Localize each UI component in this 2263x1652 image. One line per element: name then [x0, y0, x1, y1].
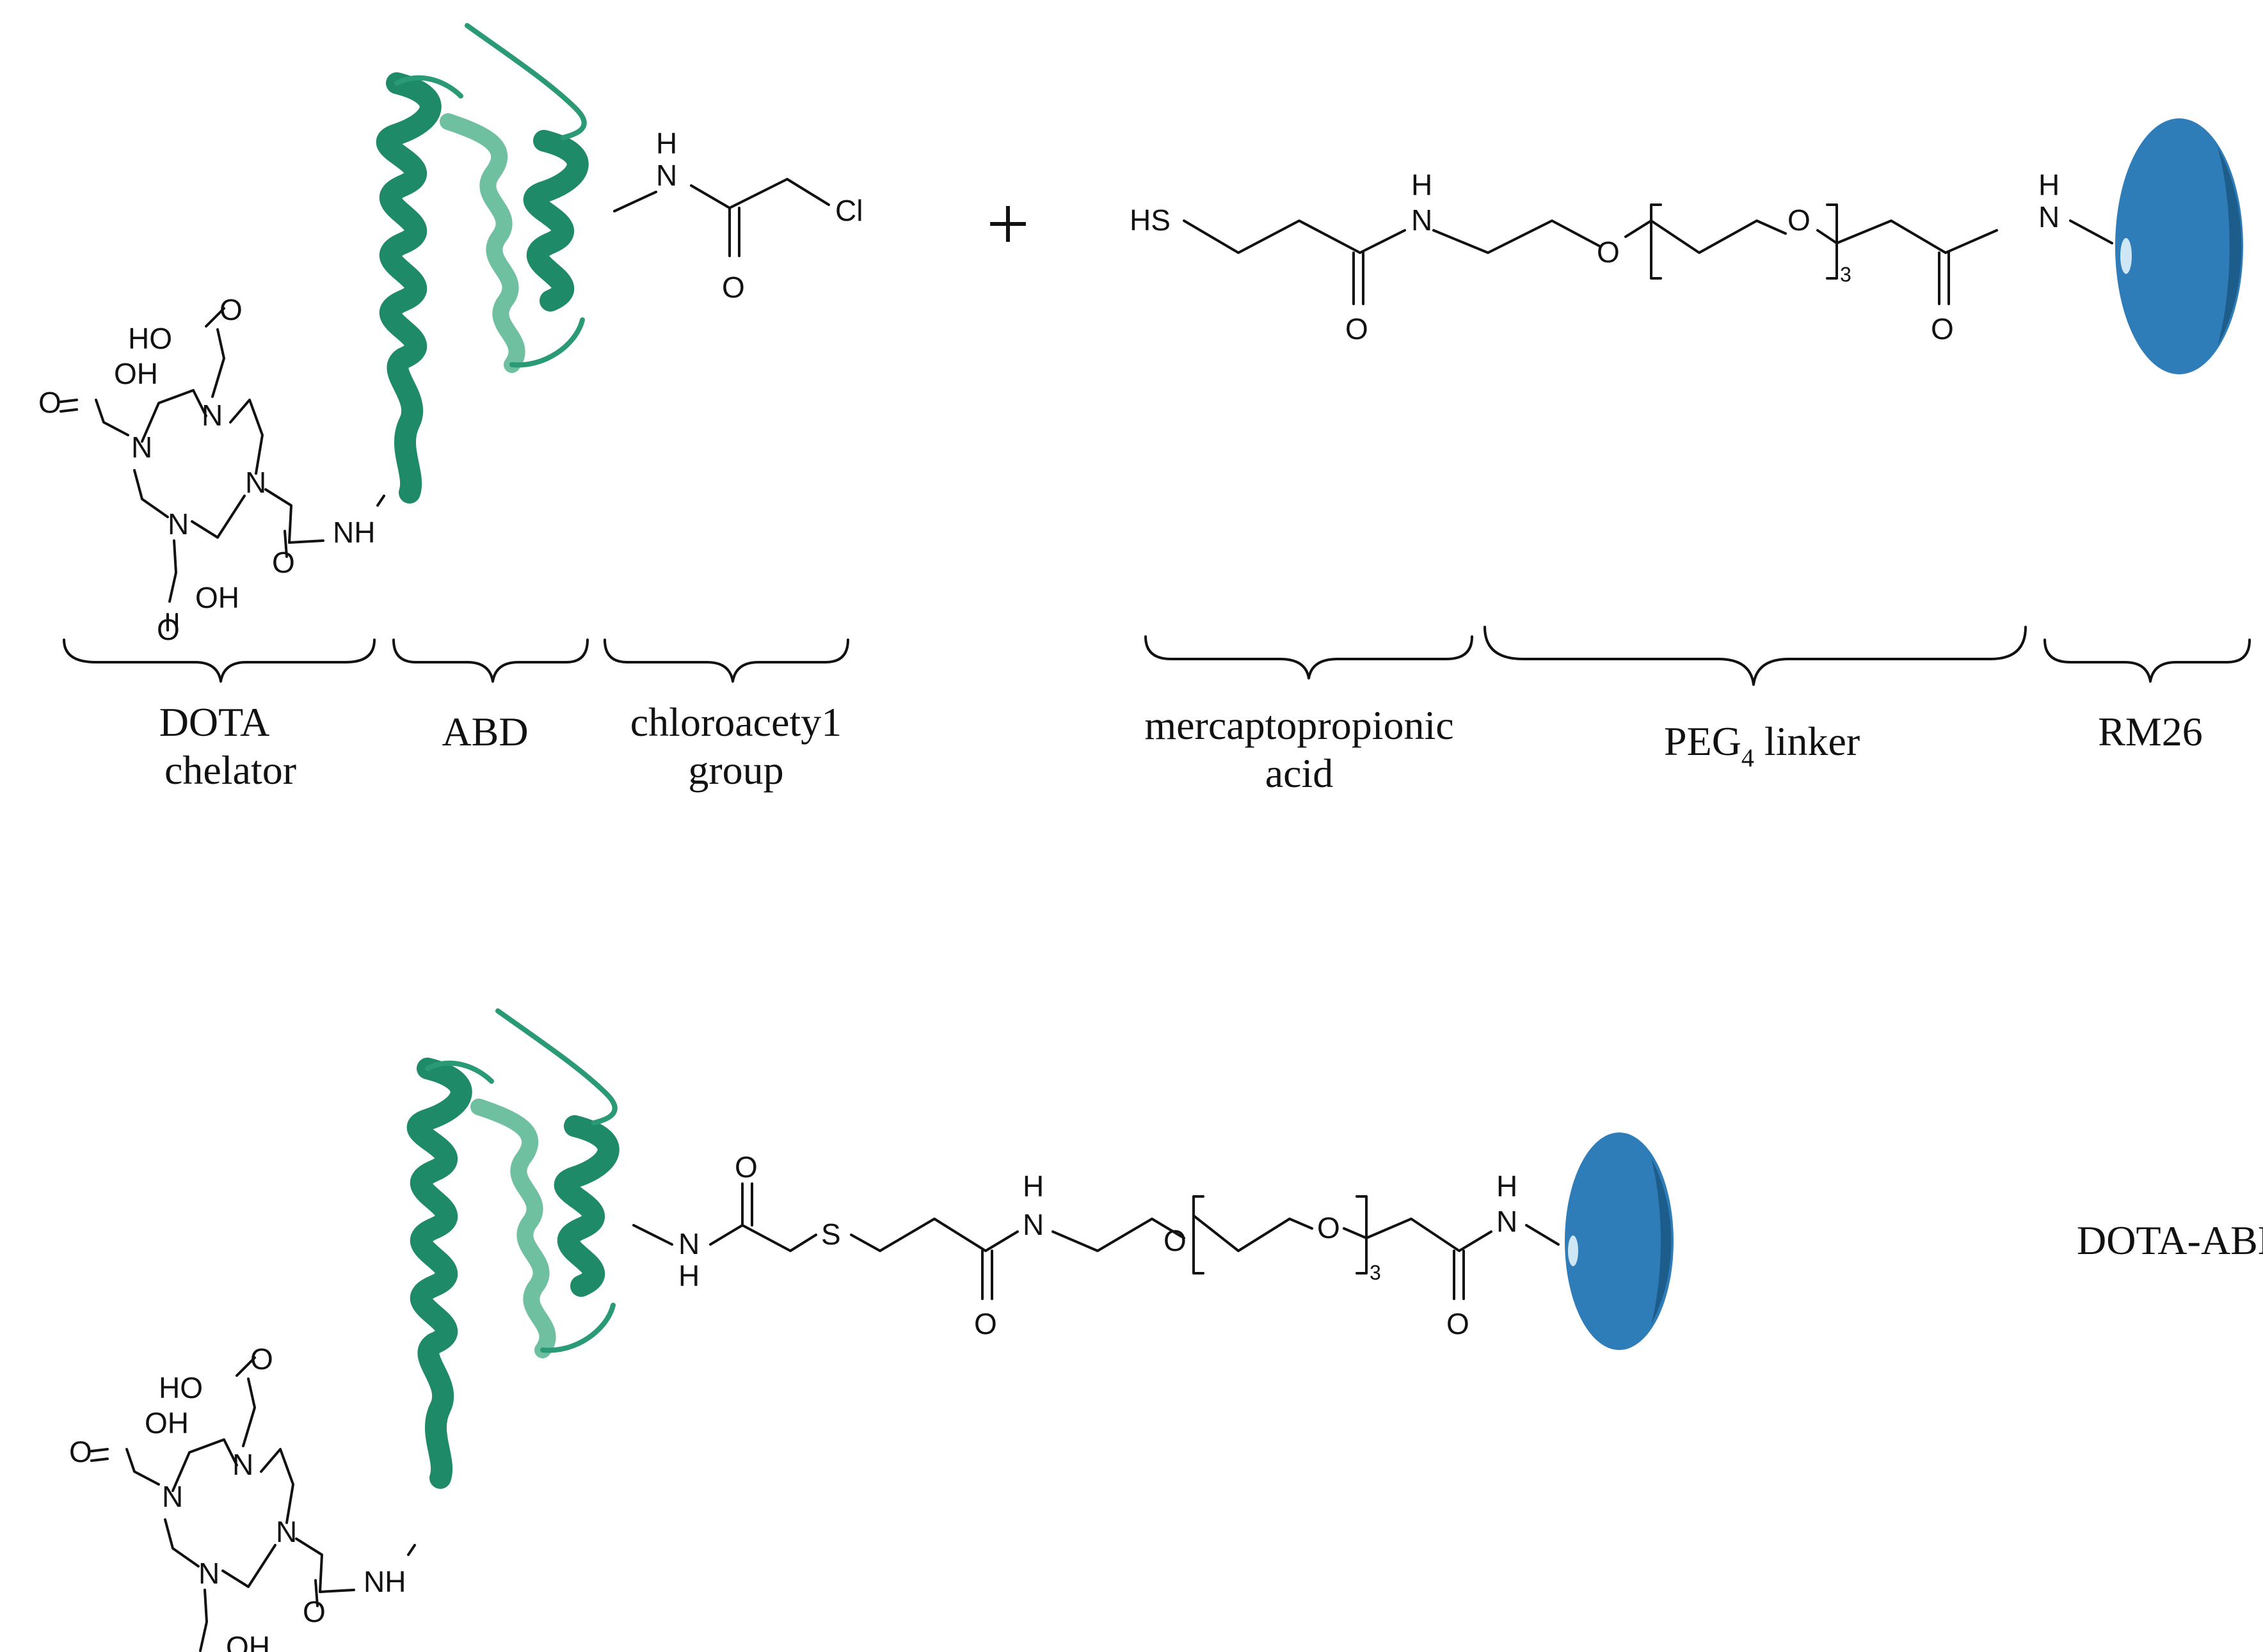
peg-o-ether1: O: [1597, 235, 1620, 269]
p-dota-oh-bottom: OH: [226, 1630, 270, 1652]
p-peg-repeat-count: 3: [1370, 1261, 1381, 1284]
label-dota-line1: DOTA: [159, 699, 270, 745]
p-amide2-h: H: [1496, 1170, 1517, 1203]
dota-o-left: O: [38, 386, 61, 419]
amide1-h: H: [1411, 168, 1432, 202]
p-amide1-n: N: [1023, 1208, 1044, 1241]
p-amide1-h: H: [1023, 1170, 1044, 1203]
p-dota-n4: N: [198, 1557, 220, 1590]
p-dota-o-left: O: [69, 1435, 92, 1468]
dota-o-top: O: [220, 293, 243, 326]
p-carbonyl-o-c: O: [1446, 1307, 1469, 1340]
brace-dota: [63, 639, 376, 683]
p-carbonyl-o-b: O: [974, 1307, 997, 1340]
p-peg-o-ether2: O: [1317, 1211, 1340, 1244]
p-carbonyl-o-a: O: [735, 1150, 758, 1184]
label-peg4-main: PEG: [1664, 719, 1741, 764]
label-abd: ABD: [442, 709, 528, 754]
p-dota-oh-left: OH: [145, 1406, 189, 1440]
label-peg4: PEG4 linker: [1664, 719, 1860, 772]
chloroacetyl-cl: Cl: [835, 194, 863, 227]
abd-to-amide-bond: [613, 191, 657, 212]
brace-chloroacetyl: [604, 639, 849, 683]
reactant-mpa-peg4-rm26: HS O H N O O 3 O H N mercaptopropionic a…: [1130, 118, 2251, 796]
p-dota-n1: N: [232, 1448, 253, 1481]
dota-n2: N: [131, 431, 152, 464]
mpa-o-carbonyl: O: [1345, 312, 1368, 345]
label-dota-line2: chelator: [164, 747, 296, 793]
abd-linkage-bond: [376, 495, 385, 507]
dota-n3: N: [245, 466, 266, 499]
mpa-hs: HS: [1130, 203, 1171, 237]
dota-n4: N: [168, 507, 189, 541]
label-peg4-sub: 4: [1741, 743, 1754, 772]
p-dota-n2: N: [162, 1480, 183, 1513]
p-amide2-n: N: [1496, 1205, 1517, 1238]
abd-protein-ribbon-icon: [376, 23, 589, 504]
brace-mpa: [1144, 635, 1473, 679]
brace-rm26: [2043, 639, 2251, 683]
label-chloroacetyl-line2: group: [688, 747, 783, 793]
product-rm26-peptide-ellipsoid-icon: [1565, 1132, 1674, 1350]
p-thioether-s: S: [821, 1218, 841, 1251]
linker-o-carbonyl: O: [1931, 312, 1954, 345]
label-mpa-line2: acid: [1265, 751, 1334, 796]
dota-o-amide: O: [272, 546, 295, 579]
brace-peg4: [1483, 626, 2027, 686]
rm26-peptide-ellipsoid-icon: [2115, 118, 2243, 374]
label-chloroacetyl-line1: chloroacety1: [630, 699, 842, 745]
dota-ho-top: HO: [128, 322, 172, 355]
dota-o-bottom: O: [157, 613, 180, 646]
reactant-dota-abd-chloroacetyl: HO O OH O N N N N O NH OH O H N O C: [38, 23, 863, 793]
chloroacetyl-o: O: [722, 271, 745, 304]
product-linker-structure: [632, 1182, 1560, 1300]
peg-o-ether2: O: [1787, 203, 1811, 237]
dota-n1: N: [202, 399, 223, 432]
p-amide-n: N: [678, 1227, 700, 1260]
dota-oh-bottom: OH: [195, 581, 239, 614]
chloroacetyl-h: H: [656, 127, 677, 160]
dota-nh: NH: [333, 516, 375, 549]
linker-structure: [1183, 203, 2113, 305]
p-dota-ho-top: HO: [159, 1371, 203, 1404]
plus-sign: +: [986, 181, 1030, 266]
product-dota-abd-rm26: HO O OH O N N N N O NH OH O: [69, 1008, 2263, 1652]
p-peg-o-ether1: O: [1163, 1224, 1187, 1257]
p-dota-o-amide: O: [303, 1595, 326, 1628]
amide2-h: H: [2038, 168, 2059, 202]
label-mpa-line1: mercaptopropionic: [1144, 703, 1453, 748]
amide1-n: N: [1411, 203, 1432, 237]
amide2-n: N: [2038, 200, 2059, 234]
p-dota-n3: N: [276, 1515, 297, 1548]
p-amide-h: H: [678, 1259, 700, 1292]
product-abd-protein-ribbon-icon: [407, 1008, 620, 1489]
dota-chelator-structure: [60, 307, 324, 631]
label-peg4-rest: linker: [1754, 719, 1860, 764]
peg-repeat-count: 3: [1840, 263, 1851, 286]
product-dota-structure: [90, 1356, 416, 1652]
dota-oh-left: OH: [114, 357, 158, 390]
chloroacetyl-structure: [690, 178, 830, 257]
chloroacetyl-n: N: [656, 159, 677, 192]
label-rm26: RM26: [2098, 709, 2203, 754]
p-dota-nh: NH: [364, 1565, 406, 1598]
product-name: DOTA-ABD-RM26: [2077, 1218, 2263, 1263]
brace-abd: [392, 639, 589, 683]
p-dota-o-top: O: [250, 1342, 273, 1376]
